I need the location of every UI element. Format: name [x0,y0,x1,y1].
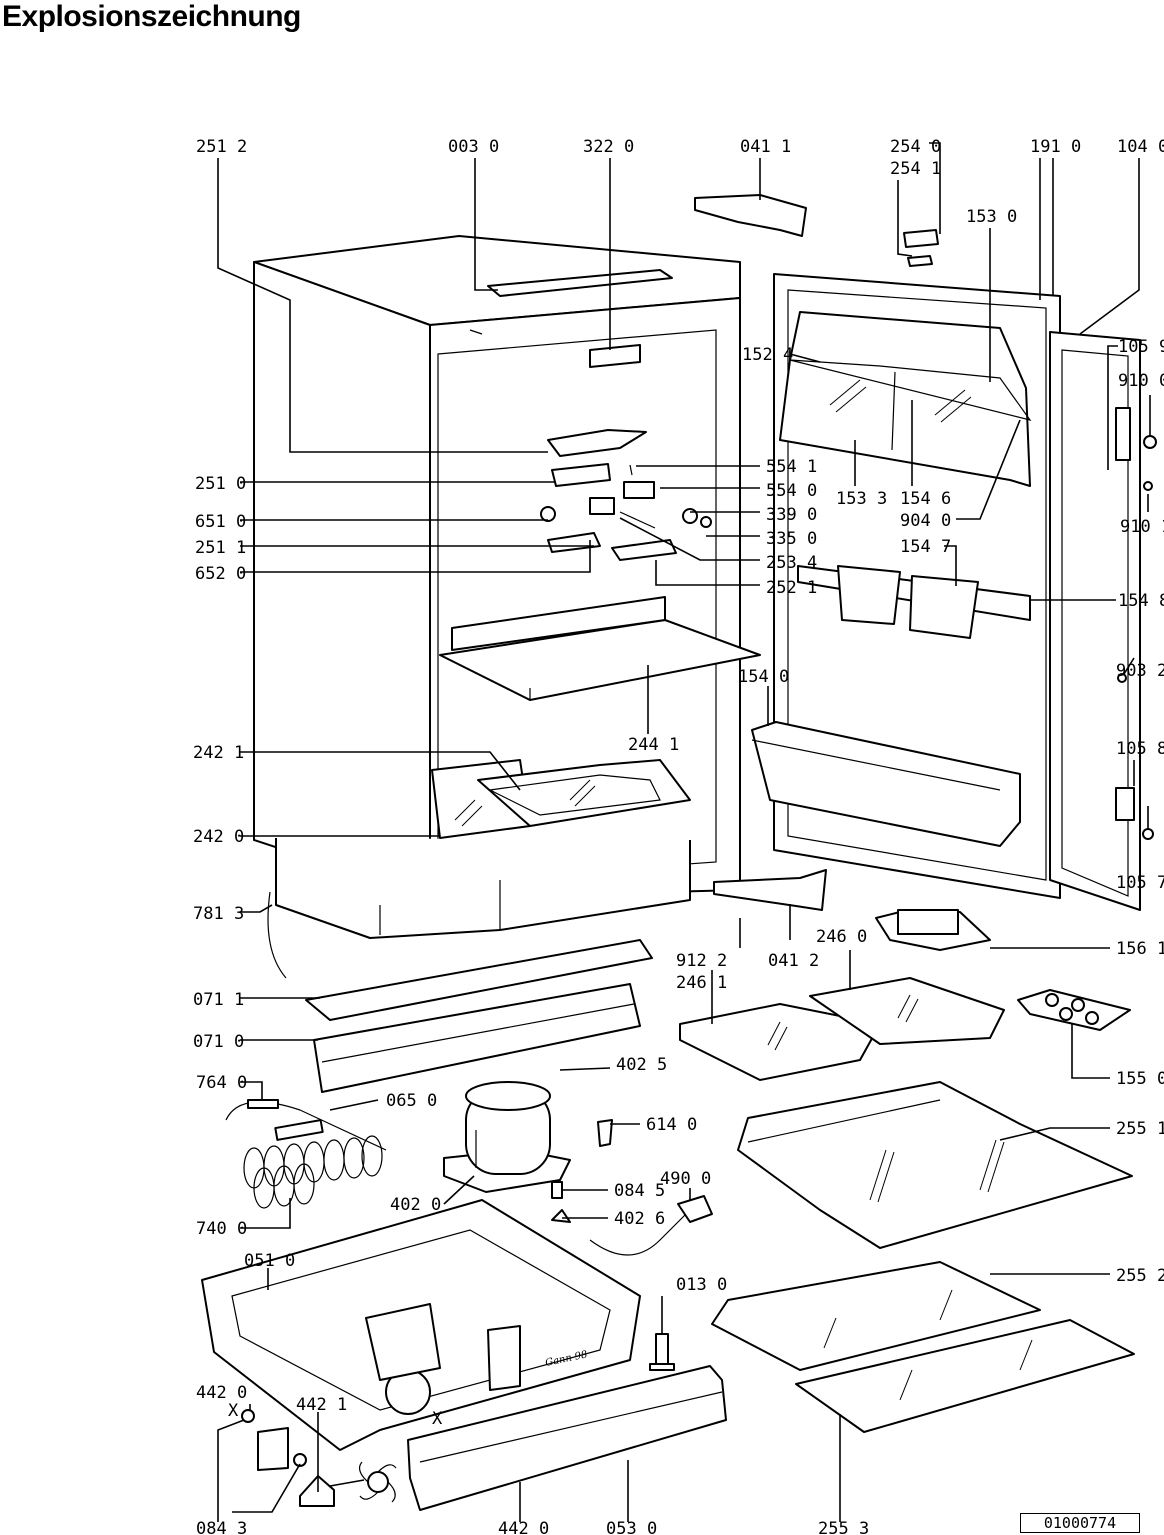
cabinet-body [253,235,761,939]
drawing-id-box: 01000774 [1020,1513,1140,1533]
callout-041-2: 041 2 [768,951,819,971]
callout-labels: 251 2 003 0 322 0 041 1 254 0 254 1 191 … [193,137,1164,1535]
machine-compartment [201,891,727,1511]
callout-251-1: 251 1 [195,538,246,558]
door [694,194,1157,911]
callout-442-0-lower: 442 0 [498,1519,549,1535]
callout-335-0: 335 0 [766,529,817,549]
callout-442-1: 442 1 [296,1395,347,1415]
callout-071-0: 071 0 [193,1032,244,1052]
callout-339-0: 339 0 [766,505,817,525]
callout-910-1: 910 1 [1120,517,1164,537]
callout-614-0: 614 0 [646,1115,697,1135]
callout-652-0: 652 0 [195,564,246,584]
callout-152-4: 152 4 [742,345,793,365]
callout-251-2: 251 2 [196,137,247,157]
callout-254-1: 254 1 [890,159,941,179]
callout-322-0: 322 0 [583,137,634,157]
callout-554-1: 554 1 [766,457,817,477]
callout-255-1: 255 1 [1116,1119,1164,1139]
callout-105-9: 105 9 [1118,337,1164,357]
callout-903-2: 903 2 [1116,661,1164,681]
callout-084-3: 084 3 [196,1519,247,1535]
callout-105-7: 105 7 [1116,873,1164,893]
callout-252-1: 252 1 [766,578,817,598]
callout-490-0: 490 0 [660,1169,711,1189]
callout-244-1: 244 1 [628,735,679,755]
callout-154-0: 154 0 [738,667,789,687]
callout-071-1: 071 1 [193,990,244,1010]
callout-053-0: 053 0 [606,1519,657,1535]
callout-904-0: 904 0 [900,511,951,531]
callout-442-0-upper: 442 0 [196,1383,247,1403]
callout-041-1: 041 1 [740,137,791,157]
callout-402-6: 402 6 [614,1209,665,1229]
callout-912-2: 912 2 [676,951,727,971]
callout-084-5: 084 5 [614,1181,665,1201]
callout-065-0: 065 0 [386,1091,437,1111]
callout-764-0: 764 0 [196,1073,247,1093]
callout-105-8: 105 8 [1116,739,1164,759]
callout-191-0: 191 0 [1030,137,1081,157]
callout-402-5: 402 5 [616,1055,667,1075]
marker-x-left: X [228,1401,239,1421]
loose-parts [679,909,1135,1433]
callout-402-0: 402 0 [390,1195,441,1215]
callout-554-0: 554 0 [766,481,817,501]
callout-242-0: 242 0 [193,827,244,847]
callout-154-8: 154 8 [1118,591,1164,611]
callout-254-0: 254 0 [890,137,941,157]
marker-x-center: X [432,1409,443,1429]
callout-781-3: 781 3 [193,904,244,924]
callout-246-0: 246 0 [816,927,867,947]
callout-651-0: 651 0 [195,512,246,532]
page-title: Explosionszeichnung [2,0,301,33]
callout-104-0: 104 0 [1117,137,1164,157]
leader-lines [217,142,1151,1522]
callout-255-2: 255 2 [1116,1266,1164,1286]
callout-246-1: 246 1 [676,973,727,993]
callout-156-1: 156 1 [1116,939,1164,959]
callout-154-6: 154 6 [900,489,951,509]
callout-154-7: 154 7 [900,537,951,557]
callout-003-0: 003 0 [448,137,499,157]
callout-153-3: 153 3 [836,489,887,509]
callout-153-0: 153 0 [966,207,1017,227]
callout-242-1: 242 1 [193,743,244,763]
callout-155-0: 155 0 [1116,1069,1164,1089]
callout-255-3: 255 3 [818,1519,869,1535]
callout-013-0: 013 0 [676,1275,727,1295]
condenser-coil [243,1135,383,1209]
callout-251-0: 251 0 [195,474,246,494]
callout-740-0: 740 0 [196,1219,247,1239]
callout-051-0: 051 0 [244,1251,295,1271]
callout-253-4: 253 4 [766,553,817,573]
callout-910-0: 910 0 [1118,371,1164,391]
